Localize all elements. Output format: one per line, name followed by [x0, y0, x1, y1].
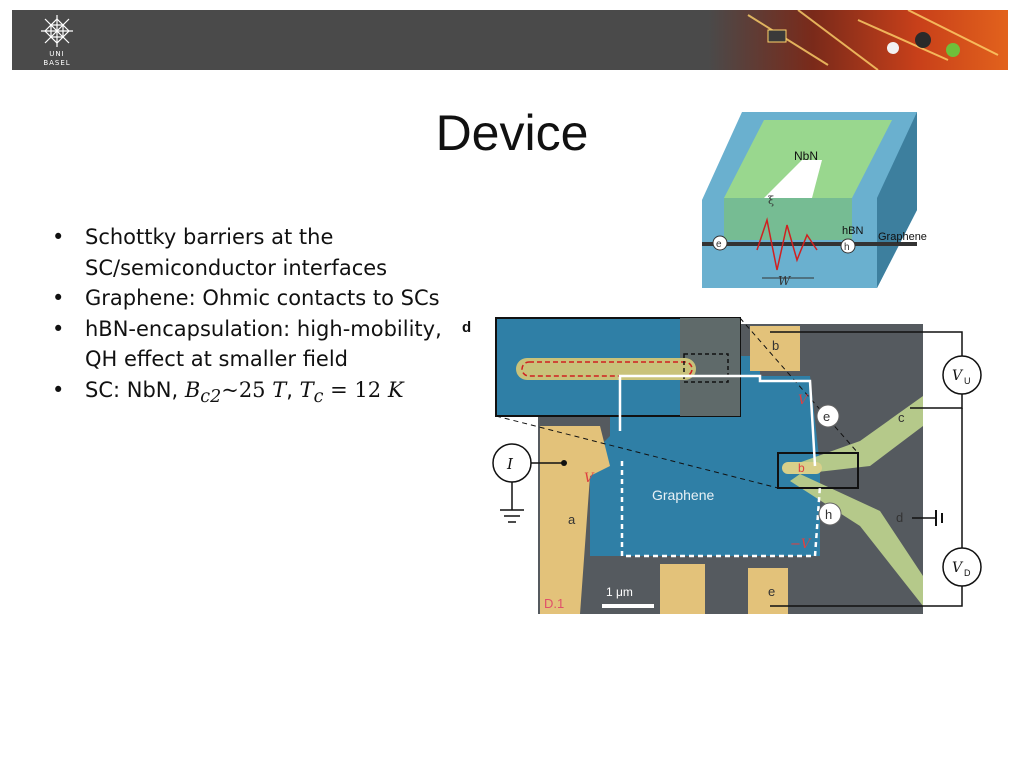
unit-kelvin: K — [387, 377, 404, 402]
edge-state-path-bottom — [620, 461, 822, 558]
device-schematic-figure: NbN hBN Graphene e h W ξ — [702, 112, 927, 288]
logo-star-icon — [41, 15, 73, 47]
hole-circle — [840, 238, 856, 254]
bullet-item: • Schottky barriers at the SC/semiconduct… — [52, 222, 442, 283]
width-label: W — [778, 274, 792, 288]
bullet-dot-icon: • — [52, 377, 65, 402]
bc2-value: ~25 — [221, 377, 266, 402]
electron-marker-label: e — [823, 409, 830, 424]
sample-label: D.1 — [544, 596, 564, 611]
contact-bottom-left — [660, 564, 705, 614]
bullet-text: hBN-encapsulation: high-mobility, QH eff… — [85, 316, 442, 372]
scale-label: 1 μm — [606, 585, 633, 599]
edge-state-path-top — [618, 374, 817, 467]
contact-c-label: c — [898, 410, 905, 425]
bullet-item: • SC: NbN, Bc2~25 T, Tc = 12 K — [52, 375, 442, 413]
nbn-label: NbN — [794, 149, 818, 163]
math-comma: , — [286, 377, 293, 402]
panel-label: d — [462, 319, 471, 336]
nbn-top — [724, 120, 892, 198]
bc2-subscript: c2 — [200, 386, 222, 407]
bullet-dot-icon: • — [52, 316, 65, 341]
tc-subscript: c — [313, 386, 324, 407]
contact-node — [561, 460, 567, 466]
tc-value: = 12 — [330, 377, 382, 402]
ground-icon — [500, 509, 524, 523]
circuit-wire-top — [770, 331, 963, 356]
inset-dashed-outline — [521, 361, 693, 377]
bullet-dot-icon: • — [52, 225, 65, 249]
contact-d-label: d — [896, 510, 903, 525]
university-logo: UNI BASEL — [30, 14, 84, 68]
slide-title: Device — [435, 105, 589, 161]
vu-label: V — [952, 368, 964, 384]
header-bar: UNI BASEL — [12, 10, 1008, 70]
hbn-label: hBN — [842, 225, 863, 237]
contact-e-label: e — [768, 584, 775, 599]
voltmeter-u — [942, 355, 982, 395]
vu-subscript: U — [964, 376, 971, 386]
electron-circle — [712, 235, 728, 251]
contact-b — [750, 326, 800, 371]
contact-a-label: a — [568, 512, 576, 527]
tc-symbol: T — [299, 377, 314, 402]
bullet-item: • hBN-encapsulation: high-mobility, QH ef… — [52, 314, 442, 375]
bullet-list: • Schottky barriers at the SC/semiconduct… — [52, 222, 442, 412]
electron-label: e — [716, 239, 722, 250]
minus-voltage-label: −V — [790, 537, 812, 552]
unit-tesla: T — [272, 377, 287, 402]
graphene-sheet — [702, 242, 917, 246]
finger-b-label: b — [798, 461, 805, 475]
bc2-symbol: B — [184, 377, 201, 402]
inset-zoom-box — [683, 353, 729, 383]
hole-label: h — [844, 242, 850, 253]
voltmeter-d — [942, 547, 982, 587]
bullet-text: Graphene: Ohmic contacts to SCs — [85, 286, 440, 310]
wavefunction-icon — [756, 217, 818, 271]
xi-label: ξ — [768, 194, 774, 207]
voltage-red-label-left: V — [584, 471, 595, 486]
graphene-label-top: Graphene — [878, 231, 927, 243]
zoom-connector — [495, 415, 779, 489]
scale-bar — [602, 604, 654, 608]
logo-line-1: UNI — [49, 50, 65, 58]
nbn-front — [724, 198, 852, 240]
contact-a — [540, 426, 610, 614]
bullet-text: SC: NbN, — [85, 377, 185, 402]
vd-subscript: D — [964, 568, 971, 578]
voltage-red-label: V — [798, 393, 809, 408]
channel-gap — [764, 160, 822, 198]
microscope-image-figure: d Graphene 1 μm D.1 a b c d e e h V V −V… — [462, 317, 982, 614]
main-zoom-box — [777, 452, 859, 489]
contact-b-label: b — [772, 338, 779, 353]
hole-marker-label: h — [825, 507, 832, 522]
ground-icon — [935, 510, 943, 526]
header-banner-art — [708, 10, 1008, 70]
lead-c — [790, 396, 923, 474]
bullet-text: Schottky barriers at the SC/semiconducto… — [85, 225, 388, 280]
hole-marker — [818, 502, 842, 526]
current-label: I — [506, 455, 514, 473]
circuit-wire-bottom — [770, 586, 963, 607]
inset-finger — [516, 358, 696, 380]
electron-marker — [816, 404, 840, 428]
nbn-finger — [782, 462, 822, 474]
bullet-item: • Graphene: Ohmic contacts to SCs — [52, 283, 442, 314]
logo-line-2: BASEL — [43, 59, 71, 67]
vd-label: V — [952, 560, 964, 576]
bullet-dot-icon: • — [52, 286, 65, 310]
zoom-connector — [739, 317, 859, 454]
graphene-label: Graphene — [652, 487, 714, 503]
